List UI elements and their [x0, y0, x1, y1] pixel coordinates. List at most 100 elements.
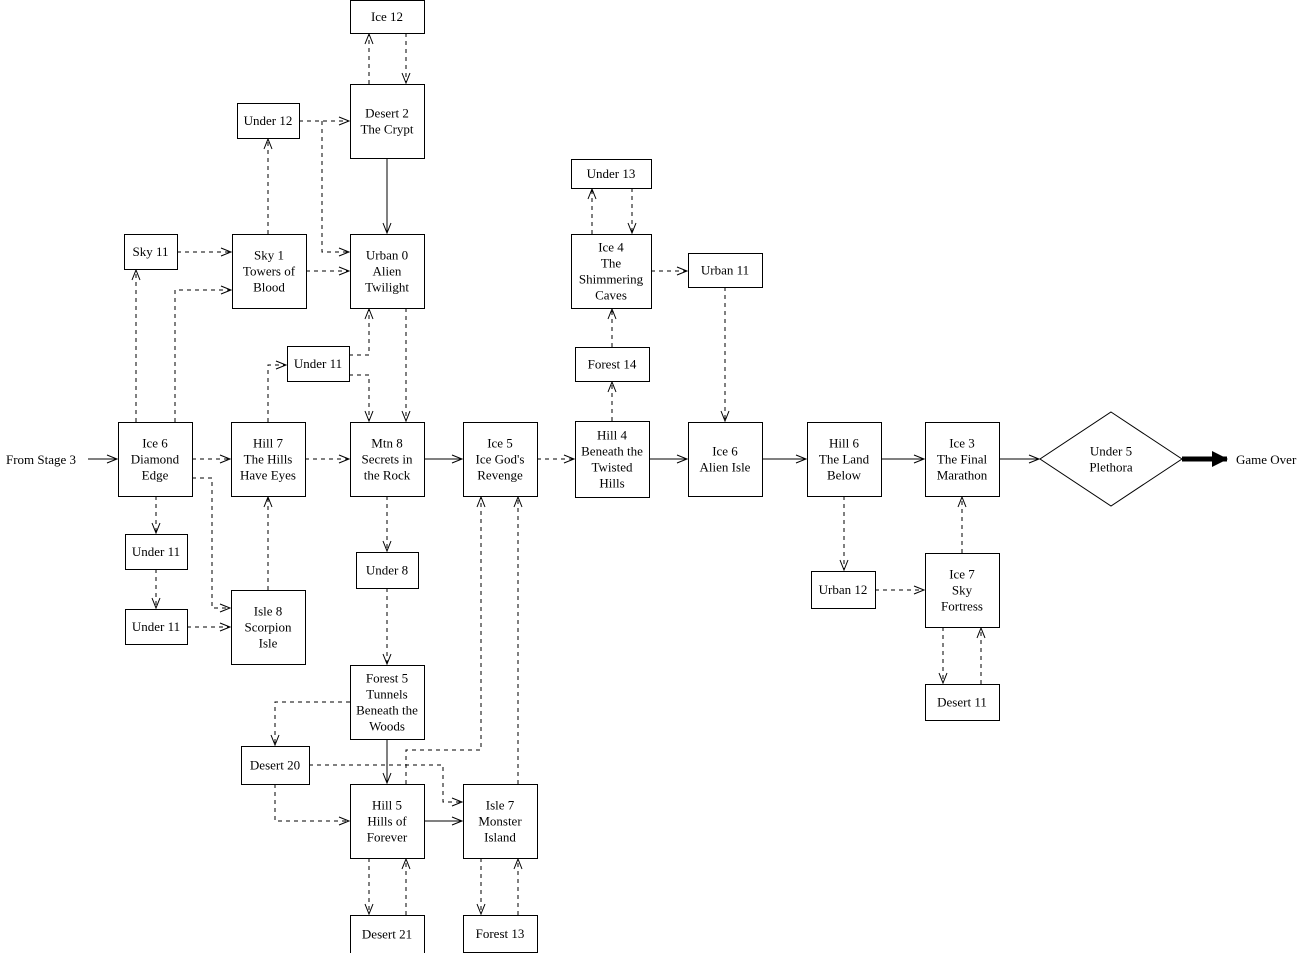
- node-label-line: Ice 6: [712, 444, 738, 459]
- node-label-line: Blood: [253, 280, 285, 295]
- node-label-line: Forever: [367, 830, 408, 845]
- node-label-line: Under 11: [294, 356, 342, 371]
- node-sky11: Sky 11: [124, 234, 178, 270]
- node-box: [688, 253, 763, 288]
- node-box: [571, 234, 652, 309]
- node-desert21: Desert 21: [350, 915, 425, 953]
- node-under8: Under 8: [356, 552, 419, 589]
- edge-desert20-to-hill5: [274, 784, 349, 821]
- node-box: [463, 784, 538, 859]
- node-label-line: Have Eyes: [240, 468, 296, 483]
- node-label-line: The: [601, 256, 621, 271]
- node-label-line: Ice God's: [476, 452, 525, 467]
- node-label-line: Under 13: [587, 166, 636, 181]
- node-label-line: Ice 6: [142, 436, 168, 451]
- edge-under11top-to-urban0: [349, 309, 369, 356]
- node-label-line: Hill 4: [597, 428, 627, 443]
- node-urban12: Urban 12: [811, 571, 876, 609]
- node-label-line: Woods: [369, 719, 405, 734]
- node-box: [575, 421, 650, 498]
- node-under13: Under 13: [571, 159, 652, 189]
- node-label-line: Edge: [142, 468, 169, 483]
- node-box: [925, 422, 1000, 497]
- node-label-line: Under 8: [366, 563, 408, 578]
- node-box: [575, 347, 650, 382]
- node-label-line: Ice 3: [949, 436, 975, 451]
- end-label: Game Over: [1236, 452, 1297, 467]
- node-label-line: Tunnels: [366, 687, 407, 702]
- node-under11top: Under 11: [287, 346, 350, 382]
- node-label-line: Towers of: [243, 264, 296, 279]
- node-box: [811, 571, 876, 609]
- node-box: [350, 84, 425, 159]
- edge-under12-to-urban0: [321, 121, 349, 252]
- node-label-line: Diamond: [131, 452, 180, 467]
- node-box: [350, 0, 425, 34]
- node-box: [571, 159, 652, 189]
- node-label-line: Under 11: [132, 619, 180, 634]
- node-label-line: Desert 11: [937, 695, 987, 710]
- node-label-line: Under 5: [1090, 444, 1132, 459]
- node-label-line: Sky 11: [133, 244, 169, 259]
- node-label-line: Sky 1: [254, 248, 284, 263]
- node-forest13: Forest 13: [463, 915, 538, 953]
- node-label-line: Forest 13: [476, 926, 525, 941]
- node-box: [350, 665, 425, 740]
- node-label-line: Marathon: [937, 468, 988, 483]
- edge-under11top-to-mtn8: [349, 374, 369, 421]
- node-label-line: Monster: [478, 814, 522, 829]
- label-layer: From Stage 3 Game Over: [6, 452, 1297, 467]
- node-label-line: Scorpion: [245, 620, 292, 635]
- node-under11b: Under 11: [125, 609, 188, 645]
- node-label-line: Forest 14: [588, 357, 637, 372]
- node-box: [688, 422, 763, 497]
- node-label-line: Revenge: [477, 468, 523, 483]
- node-desert11: Desert 11: [925, 684, 1000, 721]
- node-box: [232, 234, 307, 309]
- node-box: [356, 552, 419, 589]
- node-label-line: Secrets in: [362, 452, 413, 467]
- node-label-line: Alien: [373, 264, 402, 279]
- node-label-line: Fortress: [941, 599, 983, 614]
- node-label-line: Ice 7: [949, 567, 975, 582]
- node-label-line: Isle 7: [486, 798, 515, 813]
- node-label-line: Forest 5: [366, 671, 408, 686]
- node-box: [463, 915, 538, 953]
- node-label-line: Hill 7: [253, 436, 283, 451]
- node-box: [350, 915, 425, 953]
- edge-desert20-to-isle7: [309, 764, 462, 802]
- node-box: [287, 346, 350, 382]
- node-box: [237, 103, 300, 139]
- node-label-line: Mtn 8: [371, 436, 402, 451]
- node-box: [463, 422, 538, 497]
- node-label-line: the Rock: [364, 468, 411, 483]
- node-desert20: Desert 20: [241, 746, 310, 785]
- node-label-line: Desert 20: [250, 758, 300, 773]
- edge-forest5-to-desert20: [275, 701, 350, 745]
- node-label-line: Hill 6: [829, 436, 859, 451]
- node-label-line: The Final: [937, 452, 988, 467]
- node-box: [925, 553, 1000, 628]
- node-label-line: Sky: [952, 583, 973, 598]
- node-label-line: Shimmering: [579, 272, 644, 287]
- edge-hill7-to-under11top: [267, 365, 286, 422]
- node-label-line: Beneath the: [356, 703, 418, 718]
- node-box: [350, 784, 425, 859]
- node-label-line: Island: [484, 830, 516, 845]
- edge-hill5-to-ice5: [405, 497, 481, 784]
- node-label-line: Below: [827, 468, 862, 483]
- node-box: [925, 684, 1000, 721]
- node-ice12: Ice 12: [350, 0, 425, 34]
- node-label-line: Desert 2: [365, 106, 409, 121]
